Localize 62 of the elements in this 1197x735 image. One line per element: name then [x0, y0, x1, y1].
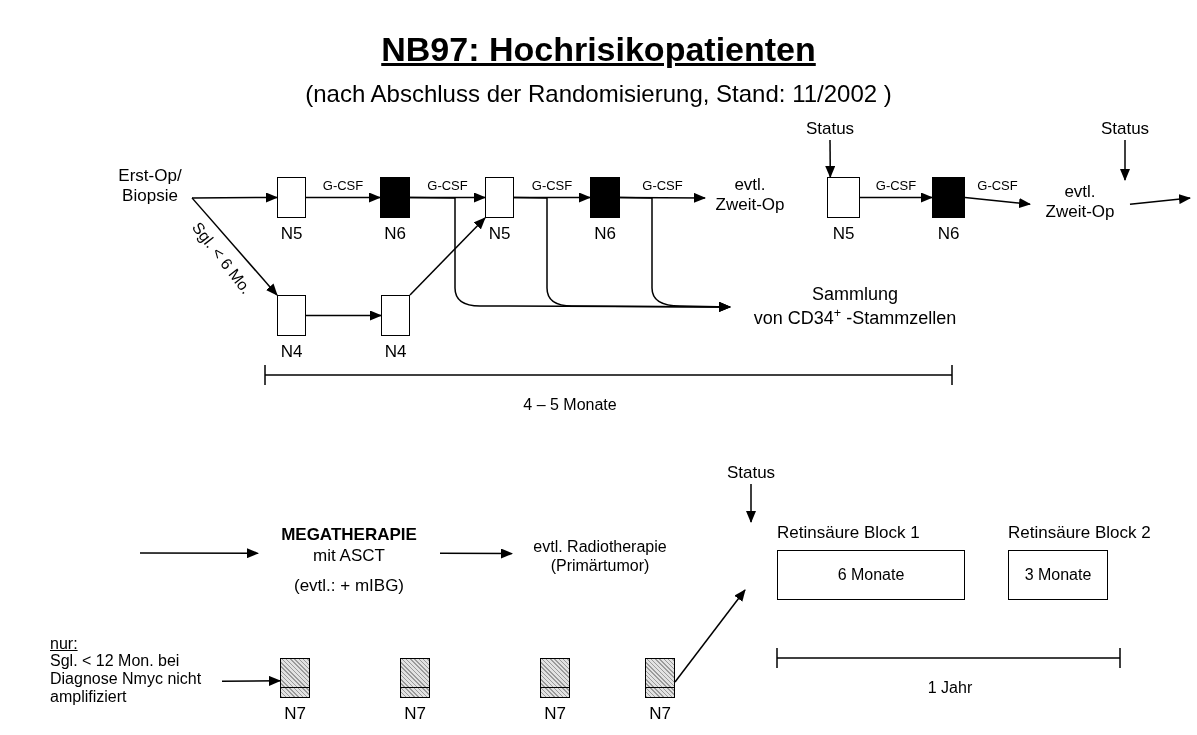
cycle-label: N5 — [831, 224, 856, 244]
step-label: Status — [1094, 118, 1156, 140]
step-label: Sammlung — [811, 284, 898, 306]
block-heading: Retinsäure Block 2 — [1008, 522, 1151, 544]
duration-label: 1 Jahr — [926, 678, 974, 698]
arrow — [746, 483, 756, 523]
arrow — [859, 192, 933, 203]
duration-box: 6 Monate — [777, 550, 965, 600]
filled-cycle-box — [932, 177, 965, 218]
arrow — [191, 192, 278, 203]
hatched-cycle-box — [280, 658, 310, 698]
block-heading: Retinsäure Block 1 — [777, 522, 920, 544]
cycle-label: N7 — [543, 704, 567, 724]
cycle-box — [277, 295, 306, 336]
arrow — [619, 196, 731, 312]
step-label: Sgl. < 12 Mon. bei Diagnose Nmyc nicht amplifiziert — [50, 652, 203, 706]
arrow — [191, 197, 278, 296]
cycle-label: N5 — [487, 224, 512, 244]
cycle-label: N4 — [383, 342, 408, 362]
filled-cycle-box — [590, 177, 620, 218]
filled-cycle-box — [380, 177, 410, 218]
cycle-label: N6 — [936, 224, 961, 244]
cycle-label: N6 — [383, 224, 407, 244]
step-label: mit ASCT — [313, 545, 385, 567]
arrow — [305, 192, 381, 203]
arrow — [674, 589, 746, 683]
arrow — [1129, 194, 1191, 205]
step-label: (evtl.: + mIBG) — [293, 576, 404, 597]
cycle-box — [277, 177, 306, 218]
cycle-box — [827, 177, 860, 218]
cycle-label: N7 — [403, 704, 427, 724]
diagram-subtitle: (nach Abschluss der Randomisierung, Stand: 11/2002 ) — [305, 80, 892, 107]
step-label: Status — [720, 462, 782, 484]
arrow — [305, 310, 382, 321]
step-label: nur: — [50, 634, 78, 653]
step-label: von CD34$^{+}$ -Stammzellen — [753, 306, 957, 330]
cycle-box — [485, 177, 514, 218]
step-label: MEGATHERAPIE — [281, 525, 417, 546]
step-label: evtl. Radiotherapie (Primärtumor) — [512, 536, 688, 576]
arrow — [409, 217, 486, 296]
arrow — [825, 139, 836, 178]
arrow — [964, 196, 1031, 209]
cycle-box — [381, 295, 410, 336]
arrow — [221, 675, 281, 686]
diagram-title: NB97: Hochrisikopatienten — [381, 30, 816, 68]
duration-label: 4 – 5 Monate — [522, 395, 618, 415]
step-label: evtl. Zweit-Op — [1030, 180, 1130, 224]
step-label: Erst-Op/ Biopsie — [108, 164, 192, 208]
arrow — [139, 548, 259, 559]
hatched-cycle-box — [400, 658, 430, 698]
step-label: evtl. Zweit-Op — [705, 166, 795, 224]
cycle-label: N4 — [279, 342, 304, 362]
duration-box: 3 Monate — [1008, 550, 1108, 600]
arrow — [1120, 139, 1130, 181]
cycle-label: N6 — [593, 224, 617, 244]
hatched-cycle-box — [540, 658, 570, 698]
cycle-label: N5 — [279, 224, 304, 244]
step-label: Status — [799, 118, 861, 140]
arrow — [439, 548, 513, 559]
cycle-label: N7 — [648, 704, 672, 724]
hatched-cycle-box — [645, 658, 675, 698]
cycle-label: N7 — [283, 704, 307, 724]
